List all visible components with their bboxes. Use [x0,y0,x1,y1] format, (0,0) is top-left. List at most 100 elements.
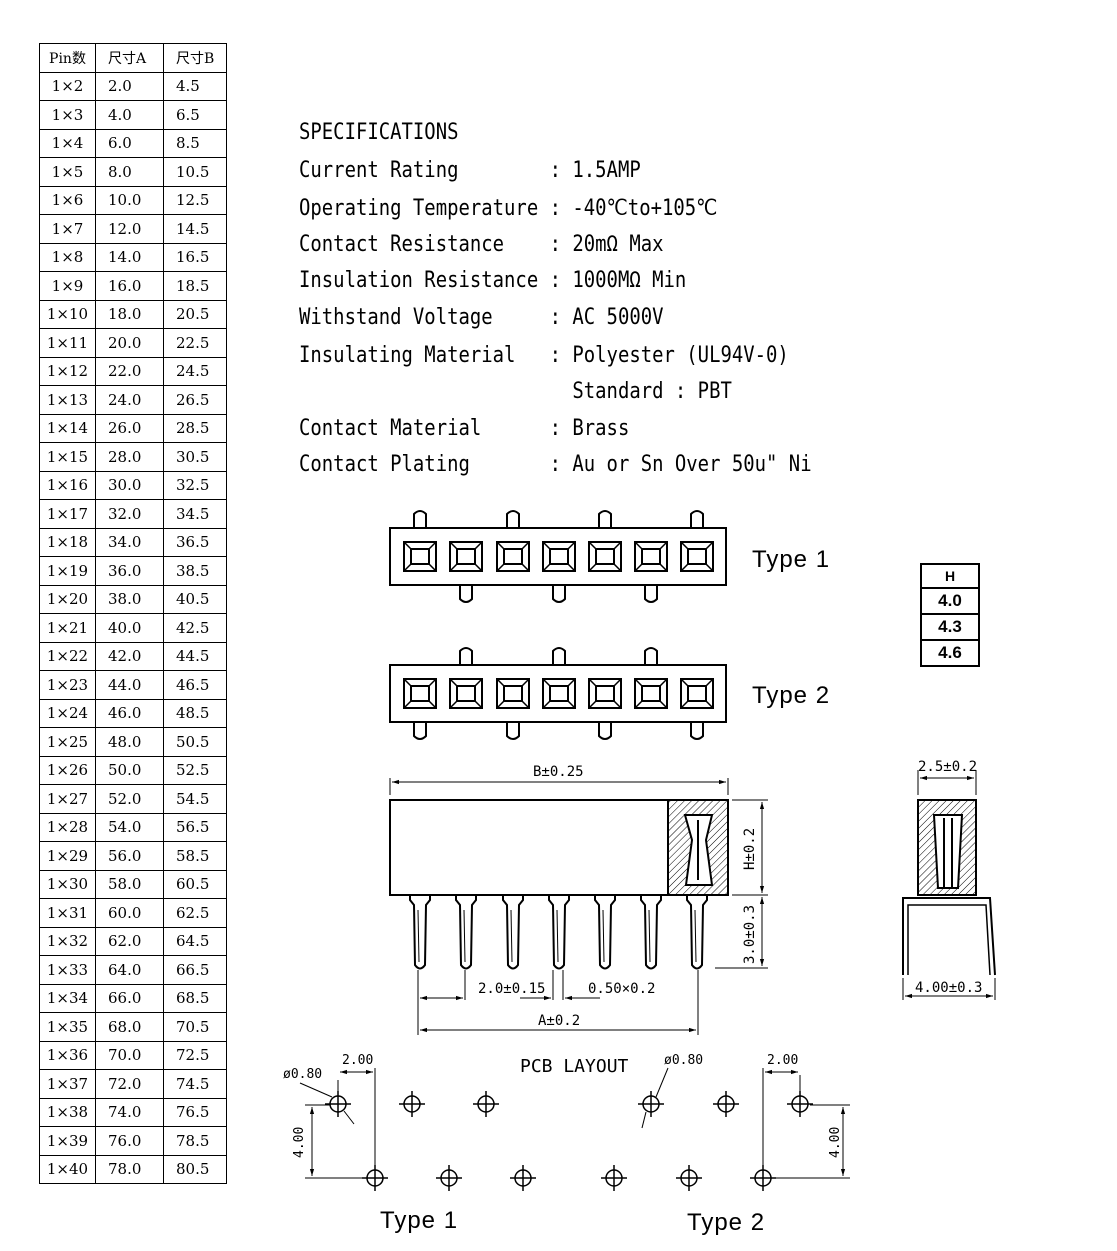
contact-opening [641,685,661,702]
pin-count-cell: 1×3 [39,100,96,130]
dim-pin: 0.50×0.2 [588,981,655,997]
contact-cell [588,541,622,572]
pin-count-cell: 1×37 [39,1069,96,1099]
dim-b: B±0.25 [533,764,584,780]
dim-b-cell: 20.5 [163,299,227,329]
contact-cell [680,541,714,572]
contact-opening [549,548,569,565]
dim-b-cell: 58.5 [163,841,227,871]
pcb-row-label-2: 4.00 [828,1127,843,1158]
dim-b-cell: 30.5 [163,442,227,472]
pin-count-cell: 1×18 [39,527,96,557]
type2-label: Type 2 [752,682,830,709]
spec-line: Standard : PBT [299,379,732,404]
pin-lead [686,895,708,970]
pin-tab [644,647,658,665]
pin-count-cell: 1×2 [39,71,96,101]
contact-cell [496,678,530,709]
type2-top-view [389,647,727,740]
pcb-hole-label-2: ø0.80 [664,1053,703,1068]
pin-tab [690,510,704,528]
pcb-pitch-label-2: 2.00 [767,1053,798,1068]
pin-count-cell: 1×10 [39,299,96,329]
contact-cell [542,678,576,709]
pin-count-cell: 1×24 [39,698,96,728]
contact-opening [503,685,523,702]
dim-a-cell: 10.0 [95,185,164,215]
pin-count-cell: 1×39 [39,1126,96,1156]
dim-a-cell: 4.0 [95,100,164,130]
dim-b-cell: 38.5 [163,556,227,586]
spec-line: Current Rating : 1.5AMP [299,158,641,183]
pin-lead [502,895,524,970]
pin-tab [552,585,566,603]
spec-line: Contact Plating : Au or Sn Over 50u" Ni [299,452,812,477]
spec-line: Contact Material : Brass [299,416,630,441]
dim-a-cell: 32.0 [95,499,164,529]
dim-b-cell: 8.5 [163,128,227,158]
dim-b-cell: 32.5 [163,470,227,500]
contact-cell [588,678,622,709]
dim-b-cell: 68.5 [163,983,227,1013]
contact-opening [595,685,615,702]
pcb-pitch-label-1: 2.00 [342,1053,373,1068]
pin-count-cell: 1×23 [39,670,96,700]
dim-b-cell: 16.5 [163,242,227,272]
dim-b-cell: 74.5 [163,1069,227,1099]
header-pin-count: Pin数 [39,43,96,73]
contact-opening [456,685,476,702]
pin-count-cell: 1×21 [39,613,96,643]
pin-count-cell: 1×34 [39,983,96,1013]
dim-pitch: 2.0±0.15 [478,981,545,997]
pin-tab [644,585,658,603]
pin-tab [506,722,520,740]
pin-count-cell: 1×6 [39,185,96,215]
pin-tab [552,647,566,665]
dim-a-cell: 62.0 [95,926,164,956]
contact-opening [410,548,430,565]
dim-b-cell: 72.5 [163,1040,227,1070]
dim-b-cell: 70.5 [163,1012,227,1042]
dim-a-cell: 60.0 [95,898,164,928]
pin-tab [506,510,520,528]
spec-title: SPECIFICATIONS [299,120,459,145]
dim-b-cell: 80.5 [163,1154,227,1184]
pin-count-cell: 1×33 [39,955,96,985]
dim-b-cell: 14.5 [163,214,227,244]
spec-line: Insulating Material : Polyester (UL94V-0… [299,343,789,368]
pin-tab [690,722,704,740]
pin-lead [594,895,616,970]
dim-a-cell: 50.0 [95,755,164,785]
pin-count-cell: 1×19 [39,556,96,586]
dim-a-cell: 52.0 [95,784,164,814]
height-table: H 4.0 4.3 4.6 [920,563,980,667]
pcb-layout-title: PCB LAYOUT [520,1056,629,1077]
pin-count-cell: 1×35 [39,1012,96,1042]
dim-b-cell: 10.5 [163,157,227,187]
dim-a-cell: 42.0 [95,641,164,671]
front-view [389,799,729,970]
dim-b-cell: 42.5 [163,613,227,643]
pcb-row-label-1: 4.00 [292,1127,307,1158]
contact-cell [403,541,437,572]
pcb-hole-label-1: ø0.80 [283,1067,322,1082]
pin-lead [548,895,570,970]
contact-cell [449,541,483,572]
dim-a-cell: 72.0 [95,1069,164,1099]
height-value: 4.6 [920,639,980,667]
